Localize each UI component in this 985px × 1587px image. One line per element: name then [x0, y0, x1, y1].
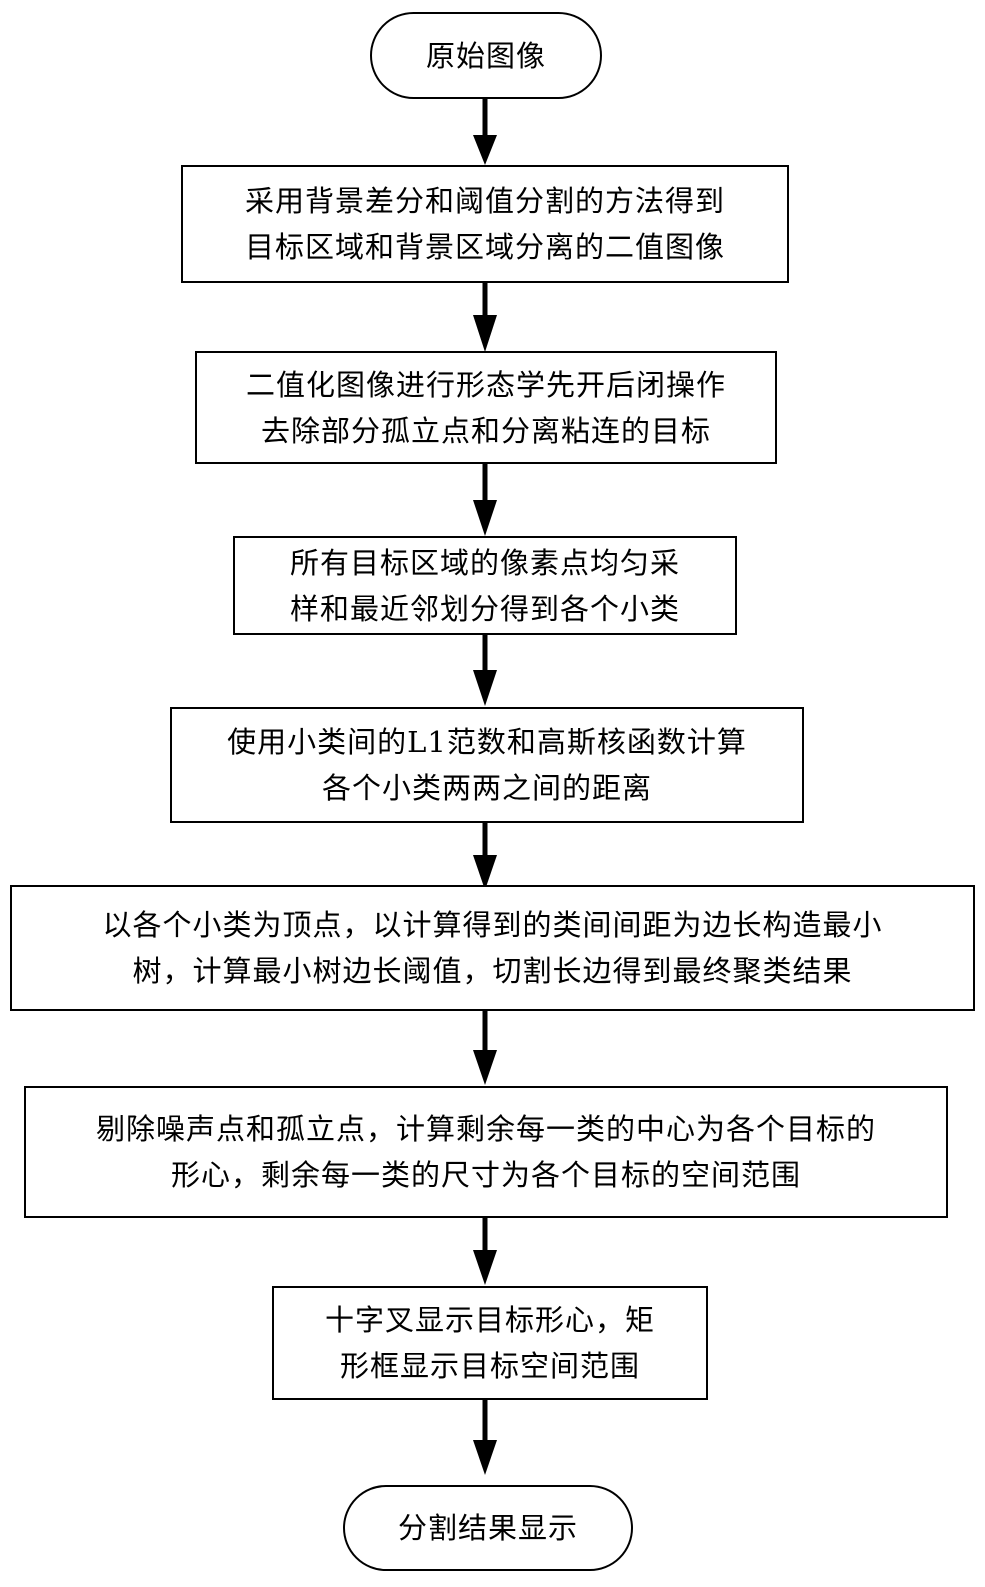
start-terminal: 原始图像: [370, 12, 602, 99]
step-noise-removal-centroid: 剔除噪声点和孤立点，计算剩余每一类的中心为各个目标的 形心，剩余每一类的尺寸为各…: [24, 1086, 948, 1218]
end-terminal: 分割结果显示: [343, 1485, 633, 1571]
step-1-line-1: 采用背景差分和阈值分割的方法得到: [244, 184, 725, 218]
step-4-line-1: 使用小类间的L1范数和高斯核函数计算: [227, 725, 747, 759]
step-1-line-2: 目标区域和背景区域分离的二值图像: [244, 230, 725, 264]
step-distance-computation: 使用小类间的L1范数和高斯核函数计算 各个小类两两之间的距离: [170, 707, 804, 823]
step-display-markers: 十字叉显示目标形心，矩 形框显示目标空间范围: [272, 1286, 708, 1400]
arrow-step4-to-step5: [473, 822, 497, 890]
arrow-step5-to-step6: [473, 1010, 497, 1085]
step-3-line-2: 样和最近邻划分得到各个小类: [289, 591, 680, 626]
arrow-step2-to-step3: [473, 463, 497, 536]
arrow-start-to-step1: [473, 96, 497, 165]
step-7-line-1: 十字叉显示目标形心，矩: [324, 1303, 655, 1337]
step-6-line-1: 剔除噪声点和孤立点，计算剩余每一类的中心为各个目标的: [95, 1112, 876, 1146]
step-sampling: 所有目标区域的像素点均匀采 样和最近邻划分得到各个小类: [233, 536, 737, 635]
step-5-line-2: 树，计算最小树边长阈值，切割长边得到最终聚类结果: [132, 954, 853, 988]
step-minimum-tree-clustering: 以各个小类为顶点，以计算得到的类间间距为边长构造最小 树，计算最小树边长阈值，切…: [10, 885, 975, 1011]
step-2-line-1: 二值化图像进行形态学先开后闭操作: [245, 367, 726, 402]
step-7-line-2: 形框显示目标空间范围: [339, 1349, 640, 1383]
start-label: 原始图像: [425, 38, 546, 73]
step-background-subtraction: 采用背景差分和阈值分割的方法得到 目标区域和背景区域分离的二值图像: [181, 165, 789, 283]
end-label: 分割结果显示: [397, 1511, 578, 1545]
step-4-line-2: 各个小类两两之间的距离: [321, 771, 652, 805]
step-5-line-1: 以各个小类为顶点，以计算得到的类间间距为边长构造最小: [102, 908, 883, 942]
step-6-line-2: 形心，剩余每一类的尺寸为各个目标的空间范围: [170, 1158, 801, 1192]
step-2-line-2: 去除部分孤立点和分离粘连的目标: [260, 413, 711, 448]
arrow-step7-to-end: [473, 1398, 497, 1475]
step-morphology: 二值化图像进行形态学先开后闭操作 去除部分孤立点和分离粘连的目标: [195, 351, 777, 464]
arrow-step3-to-step4: [473, 634, 497, 706]
arrow-step6-to-step7: [473, 1217, 497, 1285]
step-3-line-1: 所有目标区域的像素点均匀采: [289, 545, 680, 580]
arrow-step1-to-step2: [473, 282, 497, 352]
